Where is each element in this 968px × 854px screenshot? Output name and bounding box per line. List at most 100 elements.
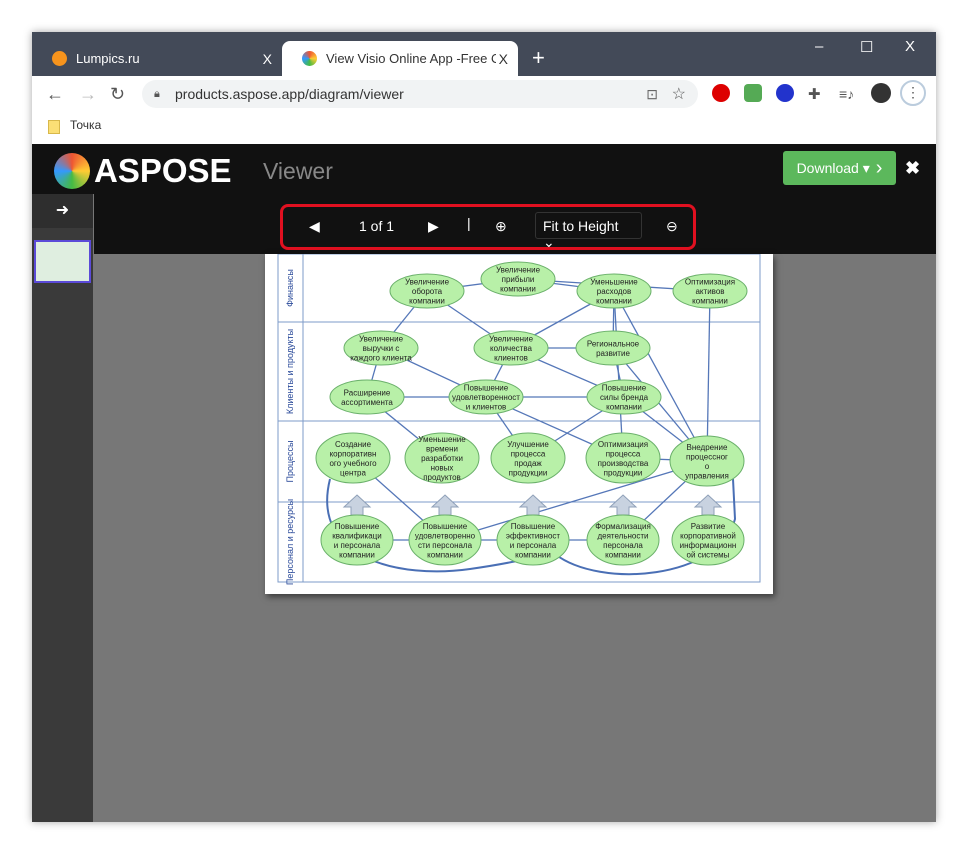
node-label: ой системы <box>687 550 730 559</box>
node-label: расходов <box>597 287 631 296</box>
tab-strip: Lumpics.ru X View Visio Online App -Free… <box>32 32 936 76</box>
node-label: деятельности <box>597 531 648 540</box>
node-shape <box>408 514 482 566</box>
node-label: Увеличение <box>359 335 404 344</box>
node-label: Повышение <box>511 522 556 531</box>
node-shape <box>496 514 570 566</box>
toggle-sidebar-button[interactable]: ➜ <box>32 194 93 228</box>
node-label: Региональное <box>587 339 640 348</box>
node-label: оборота <box>412 287 443 296</box>
node-label: корпоративной <box>680 531 736 540</box>
node-shape <box>480 261 556 297</box>
node-label: компании <box>596 297 632 306</box>
node-shape <box>671 514 745 566</box>
diagram-frame <box>277 253 761 583</box>
node-shape <box>585 432 661 484</box>
node-label: удовлетворенно <box>415 531 476 540</box>
node-label: каждого клиента <box>350 354 412 363</box>
tab-lumpics[interactable]: Lumpics.ru X <box>32 41 282 76</box>
node-label: центра <box>340 468 366 477</box>
page-thumbnail[interactable] <box>34 240 91 283</box>
node-shape <box>586 379 662 415</box>
node-label: компании <box>605 550 641 559</box>
diagram-connector <box>613 290 624 459</box>
zoom-mode-select[interactable]: Fit to Height ⌄ <box>535 212 642 250</box>
node-label: Уменьшение <box>590 278 638 287</box>
url-field[interactable]: 🔒︎ products.aspose.app/diagram/viewer ⊡ … <box>142 80 698 108</box>
node-shape <box>389 273 465 309</box>
node-label: компании <box>500 285 536 294</box>
next-page-icon[interactable]: ▶ <box>428 218 439 234</box>
node-label: новых <box>431 464 454 473</box>
node-label: Уменьшение <box>418 435 466 444</box>
media-control-icon[interactable]: ≡♪ <box>839 86 855 102</box>
vpn-extension-icon[interactable] <box>776 84 794 102</box>
node-shape <box>448 379 524 415</box>
node-label: Оптимизация <box>685 278 735 287</box>
node-label: производства <box>598 459 649 468</box>
orange-favicon-icon <box>52 51 67 66</box>
back-icon[interactable]: ← <box>46 84 64 104</box>
node-label: эффективност <box>506 531 561 540</box>
folder-icon <box>48 120 60 134</box>
node-shape <box>490 432 566 484</box>
music-extension-icon[interactable] <box>744 84 762 102</box>
tab-title: Lumpics.ru <box>76 51 140 66</box>
up-arrow-icon <box>342 494 372 516</box>
prev-page-icon[interactable]: ◀ <box>309 218 320 234</box>
aspose-logo[interactable]: ASPOSE <box>54 152 232 190</box>
tab-close-icon[interactable]: X <box>498 50 508 67</box>
adblock-extension-icon[interactable] <box>712 84 730 102</box>
tab-close-icon[interactable]: X <box>262 50 272 67</box>
node-label: процесса <box>511 449 546 458</box>
maximize-button[interactable]: ☐ <box>860 39 874 56</box>
minimize-button[interactable]: – <box>815 38 824 55</box>
close-window-button[interactable]: X <box>905 38 916 55</box>
zoom-out-icon[interactable]: ⊖ <box>666 218 678 234</box>
bookmark-item[interactable]: Точка <box>70 118 102 132</box>
node-label: Повышение <box>602 384 647 393</box>
browser-window: Lumpics.ru X View Visio Online App -Free… <box>32 32 936 822</box>
node-label: выручки с <box>363 344 400 353</box>
menu-kebab-icon[interactable]: ⋮ <box>900 80 926 106</box>
forward-icon[interactable]: → <box>79 84 97 104</box>
node-label: управления <box>685 471 729 480</box>
node-label: ого учебного <box>329 459 377 468</box>
node-label: Повышение <box>464 384 509 393</box>
download-button[interactable]: Download ▾› <box>783 151 896 185</box>
lane-label: Клиенты и продукты <box>285 329 295 414</box>
node-label: и клиентов <box>466 403 507 412</box>
zoom-in-icon[interactable]: ⊕ <box>495 218 507 234</box>
translate-icon[interactable]: ⊡ <box>646 85 658 102</box>
aspose-favicon-icon <box>302 51 317 66</box>
bookmark-star-icon[interactable]: ☆ <box>671 86 686 103</box>
up-arrow-icon <box>430 494 460 516</box>
tab-title: View Visio Online App -Free Onli <box>326 51 496 66</box>
node-label: удовлетворенност <box>452 393 520 402</box>
highlight-frame <box>280 204 696 250</box>
app-title: Viewer <box>263 158 333 184</box>
close-viewer-button[interactable]: ✖ <box>905 158 921 178</box>
node-label: ассортимента <box>341 398 393 407</box>
profile-avatar[interactable] <box>871 83 891 103</box>
node-label: клиентов <box>494 354 528 363</box>
reload-icon[interactable]: ↻ <box>110 84 126 104</box>
aspose-logo-icon <box>54 153 90 189</box>
extensions-puzzle-icon[interactable]: ✚ <box>808 86 821 103</box>
node-label: Расширение <box>344 388 391 397</box>
new-tab-button[interactable]: + <box>532 45 545 70</box>
node-label: процесса <box>606 449 641 458</box>
tab-aspose-viewer[interactable]: View Visio Online App -Free Onli X <box>282 41 518 76</box>
